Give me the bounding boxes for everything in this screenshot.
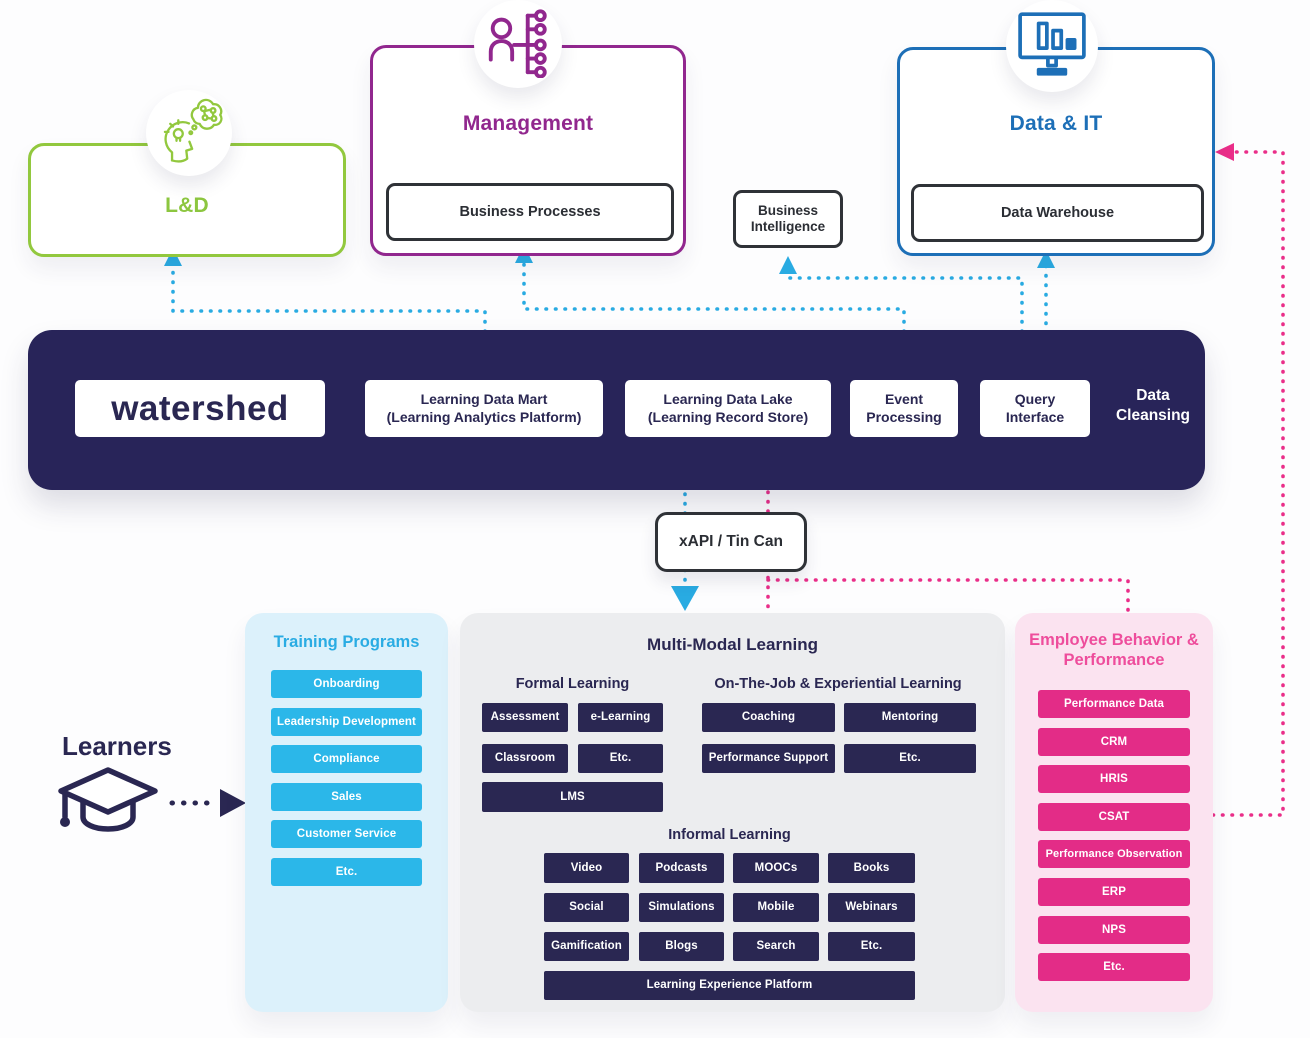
informal-item: Blogs: [639, 932, 724, 961]
monitor-chart-icon: [1018, 12, 1086, 76]
qi-line1: Query: [1014, 391, 1056, 407]
management-title: Management: [462, 112, 594, 135]
training-item: Customer Service: [271, 820, 422, 848]
formal-learning-title: Formal Learning: [515, 676, 630, 692]
otj-item: Mentoring: [844, 703, 976, 732]
informal-item-wide: Learning Experience Platform: [544, 971, 915, 1000]
arrowhead-training: [220, 789, 246, 817]
org-chart-icon: [488, 9, 547, 78]
employee-behavior-panel: Employee Behavior & Performance Performa…: [1015, 613, 1213, 1012]
wire-eventprocessing-to-businessprocesses: [522, 259, 906, 381]
employee-item: HRIS: [1038, 765, 1190, 793]
formal-item-wide: LMS: [482, 782, 663, 812]
data-cleansing-label: Data Cleansing: [1115, 387, 1191, 425]
training-item: Compliance: [271, 745, 422, 773]
employee-item: Performance Data: [1038, 690, 1190, 718]
ld-title: L&D: [165, 194, 209, 217]
employee-item: ERP: [1038, 878, 1190, 906]
informal-item: MOOCs: [733, 853, 819, 883]
informal-item: Social: [544, 893, 629, 922]
training-item: Onboarding: [271, 670, 422, 698]
informal-item: Podcasts: [639, 853, 724, 883]
arrowhead-bi: [779, 256, 797, 274]
training-programs-title: Training Programs: [273, 633, 420, 651]
ep-line1: Event: [884, 391, 924, 407]
data-warehouse-box: Data Warehouse: [911, 184, 1204, 242]
employee-item: CRM: [1038, 728, 1190, 756]
multimodal-title: Multi-Modal Learning: [647, 635, 818, 654]
business-intelligence-box: Business Intelligence: [733, 190, 843, 248]
employee-item: CSAT: [1038, 803, 1190, 831]
informal-item: Search: [733, 932, 819, 961]
wire-employee-branch: [766, 578, 1130, 614]
ld-icon-circle: [146, 90, 232, 176]
formal-item: Classroom: [482, 744, 568, 773]
formal-item: Etc.: [578, 744, 663, 773]
head-idea-icon: [163, 98, 223, 163]
arrowhead-ld: [164, 248, 182, 266]
otj-item: Performance Support: [702, 744, 835, 773]
watershed-platform-bar: watershed Learning Data Mart (Learning A…: [28, 330, 1205, 490]
ep-line2: Processing: [866, 408, 942, 425]
training-programs-panel: Training Programs Onboarding Leadership …: [245, 613, 448, 1012]
formal-item: Assessment: [482, 703, 568, 732]
watershed-logo: watershed: [75, 380, 325, 437]
employee-item: NPS: [1038, 916, 1190, 944]
data-it-title: Data & IT: [1009, 112, 1103, 135]
employee-item: Etc.: [1038, 953, 1190, 981]
wire-queryinterface-to-bi: [786, 270, 1024, 381]
xapi-tincan-box: xAPI / Tin Can: [655, 512, 807, 572]
informal-item: Books: [828, 853, 915, 883]
training-item: Sales: [271, 783, 422, 811]
arrowhead-multimodal: [671, 586, 699, 611]
informal-item: Simulations: [639, 893, 724, 922]
ldm-line1: Learning Data Mart: [420, 391, 548, 407]
informal-item: Gamification: [544, 932, 629, 961]
otj-learning-title: On-The-Job & Experiential Learning: [714, 676, 962, 692]
training-item: Etc.: [271, 858, 422, 886]
arrowhead-datait: [1215, 143, 1234, 161]
training-item: Leadership Development: [271, 708, 422, 736]
graduation-cap-icon: [58, 767, 158, 832]
informal-item: Webinars: [828, 893, 915, 922]
formal-item: e-Learning: [578, 703, 663, 732]
data-it-icon-circle: [1006, 0, 1098, 92]
informal-learning-title: Informal Learning: [668, 827, 791, 843]
ldl-line2: (Learning Record Store): [647, 408, 809, 425]
learning-data-lake-box: Learning Data Lake (Learning Record Stor…: [625, 380, 831, 437]
event-processing-box: Event Processing: [850, 380, 958, 437]
otj-item: Coaching: [702, 703, 835, 732]
arrowhead-datawarehouse: [1037, 250, 1055, 268]
employee-item: Performance Observation: [1038, 840, 1190, 868]
learning-data-mart-box: Learning Data Mart (Learning Analytics P…: [365, 380, 603, 437]
employee-behavior-title: Employee Behavior & Performance: [1029, 631, 1199, 669]
query-interface-box: Query Interface: [980, 380, 1090, 437]
ldm-line2: (Learning Analytics Platform): [386, 408, 582, 425]
otj-item: Etc.: [844, 744, 976, 773]
multimodal-learning-panel: Multi-Modal Learning Formal Learning Ass…: [460, 613, 1005, 1012]
management-icon-circle: [474, 0, 562, 88]
informal-item: Video: [544, 853, 629, 883]
learners-label: Learners: [62, 731, 172, 761]
qi-line2: Interface: [1005, 408, 1065, 425]
business-processes-box: Business Processes: [386, 183, 674, 241]
informal-item: Etc.: [828, 932, 915, 961]
ldl-line1: Learning Data Lake: [663, 391, 793, 407]
wire-employee-to-datait: [1211, 150, 1285, 817]
informal-item: Mobile: [733, 893, 819, 922]
data-it-box: Data & IT Data Warehouse: [897, 47, 1215, 256]
watershed-logo-text: watershed: [111, 388, 289, 428]
